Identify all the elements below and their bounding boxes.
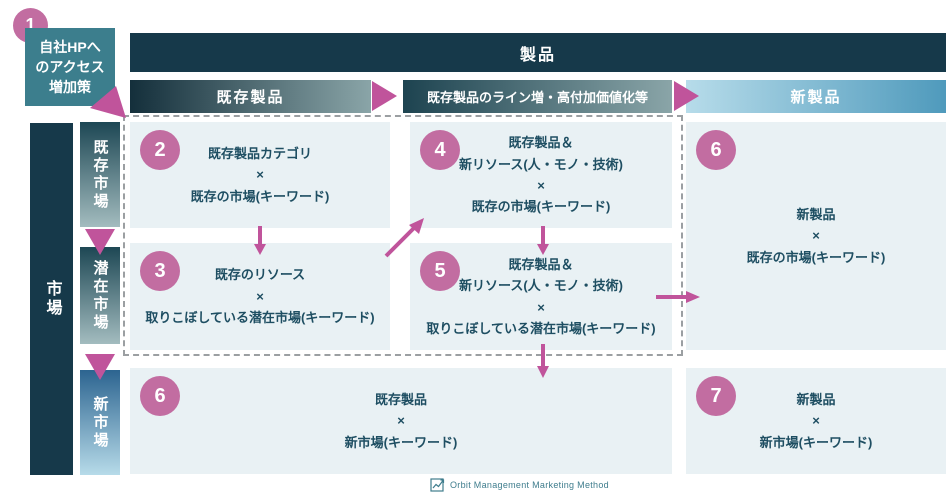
multiply-sign: × [812, 228, 820, 244]
step-7-badge: 7 [696, 376, 736, 416]
cell-line: 新製品 [796, 391, 836, 407]
arrow-cell4-to-cell5-icon [537, 226, 549, 255]
cell-line: 既存のリソース [214, 267, 306, 283]
cell-4-text: 既存製品＆ 新リソース(人・モノ・技術) × 既存の市場(キーワード) [410, 122, 672, 228]
cell-6b-text: 既存製品 × 新市場(キーワード) [130, 368, 672, 474]
column-header-new-products: 新製品 [686, 80, 946, 113]
arrow-down-icon [85, 229, 115, 255]
footer-brand: Orbit Management Marketing Method [430, 477, 609, 492]
row-header-latent-market: 潜在市場 [80, 247, 120, 344]
step-6-badge: 6 [696, 130, 736, 170]
multiply-sign: × [812, 413, 820, 429]
multiply-sign: × [256, 167, 264, 183]
arrow-cell2-to-cell3-icon [254, 226, 266, 255]
cell-line: 既存製品カテゴリ [207, 145, 312, 161]
row-header-label: 既存市場 [91, 138, 109, 211]
cell-5-new-resource-latent-market: 5 既存製品＆ 新リソース(人・モノ・技術) × 取りこぼしている潜在市場(キー… [410, 243, 672, 350]
cell-line: 既存製品＆ [508, 135, 574, 151]
cell-line: 既存製品＆ [508, 256, 574, 272]
market-axis-label: 市場 [43, 280, 61, 318]
footer-brand-label: Orbit Management Marketing Method [450, 479, 609, 490]
cell-2-text: 既存製品カテゴリ × 既存の市場(キーワード) [130, 122, 390, 228]
cell-3-text: 既存のリソース × 取りこぼしている潜在市場(キーワード) [130, 243, 390, 350]
cell-6r-text: 新製品 × 既存の市場(キーワード) [686, 122, 946, 350]
cell-line: 新市場(キーワード) [344, 434, 458, 450]
product-axis-title: 製品 [130, 33, 946, 72]
step-6-badge: 6 [140, 376, 180, 416]
multiply-sign: × [537, 299, 545, 315]
cell-7-text: 新製品 × 新市場(キーワード) [686, 368, 946, 474]
step-3-badge: 3 [140, 251, 180, 291]
arrow-right-icon [674, 81, 699, 111]
cell-2-existing-product-existing-market: 2 既存製品カテゴリ × 既存の市場(キーワード) [130, 122, 390, 228]
cell-6-new-product-existing-market: 6 新製品 × 既存の市場(キーワード) [686, 122, 946, 350]
row-header-new-market: 新市場 [80, 370, 120, 475]
cell-5-text: 既存製品＆ 新リソース(人・モノ・技術) × 取りこぼしている潜在市場(キーワー… [410, 243, 672, 350]
row-header-label: 新市場 [91, 395, 109, 450]
intro-box: 自社HPへ のアクセス 増加策 [25, 28, 115, 106]
cell-line: 新リソース(人・モノ・技術) [458, 156, 623, 172]
step-5-badge: 5 [420, 251, 460, 291]
cell-3-existing-resource-latent-market: 3 既存のリソース × 取りこぼしている潜在市場(キーワード) [130, 243, 390, 350]
arrow-right-icon [372, 81, 397, 111]
column-header-product-line-expansion: 既存製品のライン増・高付加価値化等 [403, 80, 672, 113]
intro-line: 増加策 [49, 79, 91, 96]
market-axis-title: 市場 [30, 123, 73, 475]
cell-line: 新リソース(人・モノ・技術) [458, 278, 623, 294]
intro-line: のアクセス [35, 58, 105, 75]
column-header-existing-products: 既存製品 [130, 80, 371, 113]
cell-line: 新市場(キーワード) [759, 434, 873, 450]
multiply-sign: × [397, 413, 405, 429]
intro-line: 自社HPへ [39, 38, 101, 55]
step-4-badge: 4 [420, 130, 460, 170]
cell-7-new-product-new-market: 7 新製品 × 新市場(キーワード) [686, 368, 946, 474]
cell-4-new-resource-existing-market: 4 既存製品＆ 新リソース(人・モノ・技術) × 既存の市場(キーワード) [410, 122, 672, 228]
arrow-cell5-to-cell6-right-icon [656, 291, 700, 303]
chart-icon [430, 478, 445, 492]
cell-line: 取りこぼしている潜在市場(キーワード) [426, 320, 656, 336]
step-2-badge: 2 [140, 130, 180, 170]
arrow-cell5-to-cell6-bottom-icon [537, 344, 549, 378]
row-header-label: 潜在市場 [91, 259, 109, 332]
cell-line: 取りこぼしている潜在市場(キーワード) [145, 310, 375, 326]
cell-line: 新製品 [796, 206, 836, 222]
row-header-existing-market: 既存市場 [80, 122, 120, 227]
multiply-sign: × [256, 288, 264, 304]
cell-6-existing-product-new-market: 6 既存製品 × 新市場(キーワード) [130, 368, 672, 474]
arrow-down-icon [85, 354, 115, 380]
cell-line: 既存の市場(キーワード) [190, 188, 330, 204]
arrow-intro-to-grid-icon [90, 86, 126, 118]
cell-line: 既存製品 [374, 391, 427, 407]
multiply-sign: × [537, 178, 545, 193]
cell-line: 既存の市場(キーワード) [471, 199, 611, 215]
cell-line: 既存の市場(キーワード) [746, 249, 886, 265]
arrow-cell3-to-cell4-icon [384, 218, 424, 258]
